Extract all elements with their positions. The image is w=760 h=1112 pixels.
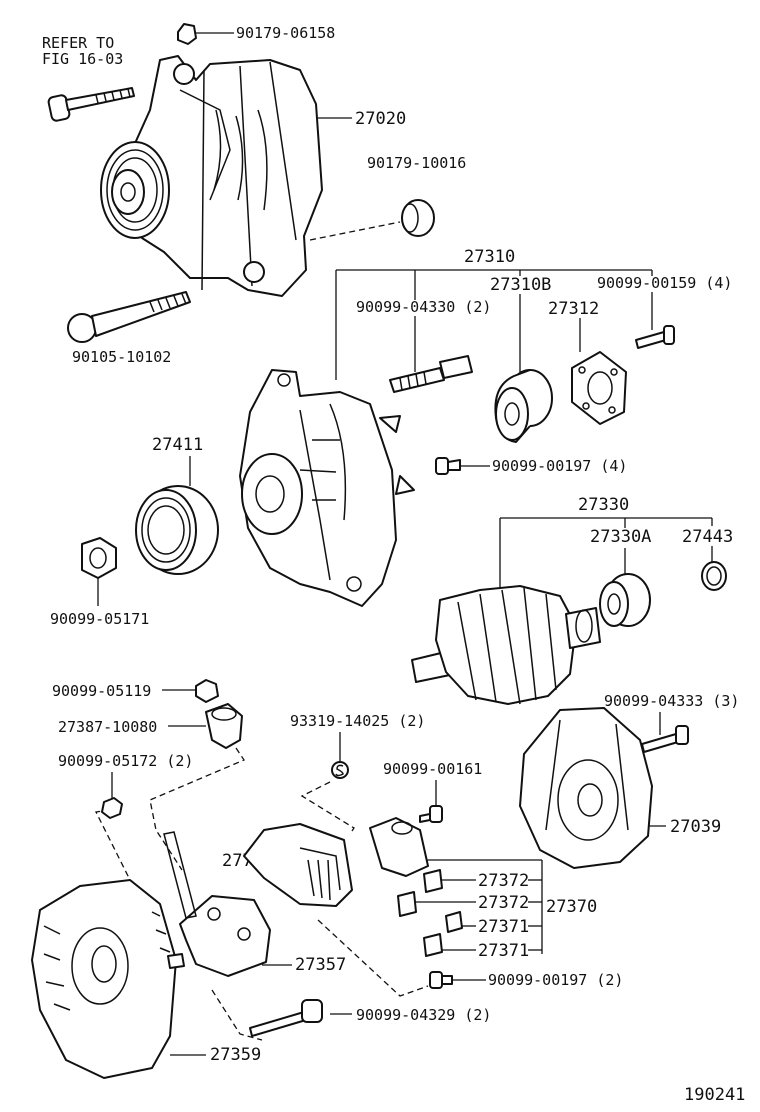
nut-90179-06158 (177, 23, 197, 45)
label-27443: 27443 (682, 527, 733, 547)
label-27372-a: 27372 (478, 871, 529, 891)
label-90105-10102: 90105-10102 (72, 348, 171, 366)
rear-end-cover-27039 (519, 707, 653, 869)
pulley-27411 (135, 485, 219, 575)
label-90099-05172: 90099-05172 (2) (58, 752, 193, 770)
retainer-plate-27312 (571, 351, 627, 425)
leader-lines (97, 32, 713, 1056)
label-27372-b: 27372 (478, 893, 529, 913)
brush-parts-27370 (369, 817, 463, 957)
alternator-assembly-27020 (100, 55, 323, 297)
label-90179-10016: 90179-10016 (367, 154, 466, 172)
label-93319-14025: 93319-14025 (2) (290, 712, 425, 730)
stud-90099-04330 (389, 355, 473, 393)
bearing-27310B (494, 369, 553, 443)
label-27370: 27370 (546, 897, 597, 917)
screw-90099-00159 (635, 325, 675, 349)
label-90099-04330: 90099-04330 (2) (356, 298, 491, 316)
nut-90099-05171 (81, 537, 117, 579)
refer-note-line1: REFER TO (42, 34, 114, 52)
terminal-insulator-27387-10080 (205, 703, 243, 749)
screw-90099-00161 (419, 805, 443, 823)
screw-90099-00197-2 (429, 971, 453, 989)
label-90099-00159: 90099-00159 (4) (597, 274, 732, 292)
nut-90099-05172 (101, 797, 123, 819)
label-90099-00197-2: 90099-00197 (2) (488, 971, 623, 989)
refer-note-line2: FIG 16-03 (42, 50, 123, 68)
bolt-refer-fig-16-03 (47, 87, 135, 122)
label-90099-05171: 90099-05171 (50, 610, 149, 628)
screw-90099-00197-4 (435, 457, 461, 475)
label-27359: 27359 (210, 1045, 261, 1065)
label-27371-b: 27371 (478, 941, 529, 961)
label-27330: 27330 (578, 495, 629, 515)
label-90179-06158: 90179-06158 (236, 24, 335, 42)
drive-end-frame-27310 (239, 369, 415, 607)
ring-27443 (701, 561, 727, 591)
regulator-27700A (243, 823, 353, 907)
rotor-27330 (411, 585, 601, 705)
figure-number: 190241 (684, 1085, 745, 1105)
brush-holder-27357 (163, 831, 271, 977)
label-90099-05119: 90099-05119 (52, 682, 151, 700)
collar-90179-10016 (401, 199, 435, 237)
label-27357: 27357 (295, 955, 346, 975)
label-27039: 27039 (670, 817, 721, 837)
label-27020: 27020 (355, 109, 406, 129)
cap-90099-05119 (195, 679, 219, 703)
label-27312: 27312 (548, 299, 599, 319)
label-90099-04329: 90099-04329 (2) (356, 1006, 491, 1024)
rectifier-end-frame-27359 (31, 879, 185, 1079)
bearing-27330A (599, 573, 651, 627)
bolt-90105-10102 (67, 291, 191, 343)
label-27310: 27310 (464, 247, 515, 267)
bolt-90099-04329 (249, 999, 323, 1037)
label-90099-04333: 90099-04333 (3) (604, 692, 739, 710)
clip-93319-14025 (331, 761, 349, 779)
label-27330A: 27330A (590, 527, 651, 547)
label-27411: 27411 (152, 435, 203, 455)
label-90099-00197-4: 90099-00197 (4) (492, 457, 627, 475)
screw-90099-04333 (641, 725, 689, 753)
label-27387-10080: 27387-10080 (58, 718, 157, 736)
label-90099-00161: 90099-00161 (383, 760, 482, 778)
label-27310B: 27310B (490, 275, 551, 295)
label-27371-a: 27371 (478, 917, 529, 937)
